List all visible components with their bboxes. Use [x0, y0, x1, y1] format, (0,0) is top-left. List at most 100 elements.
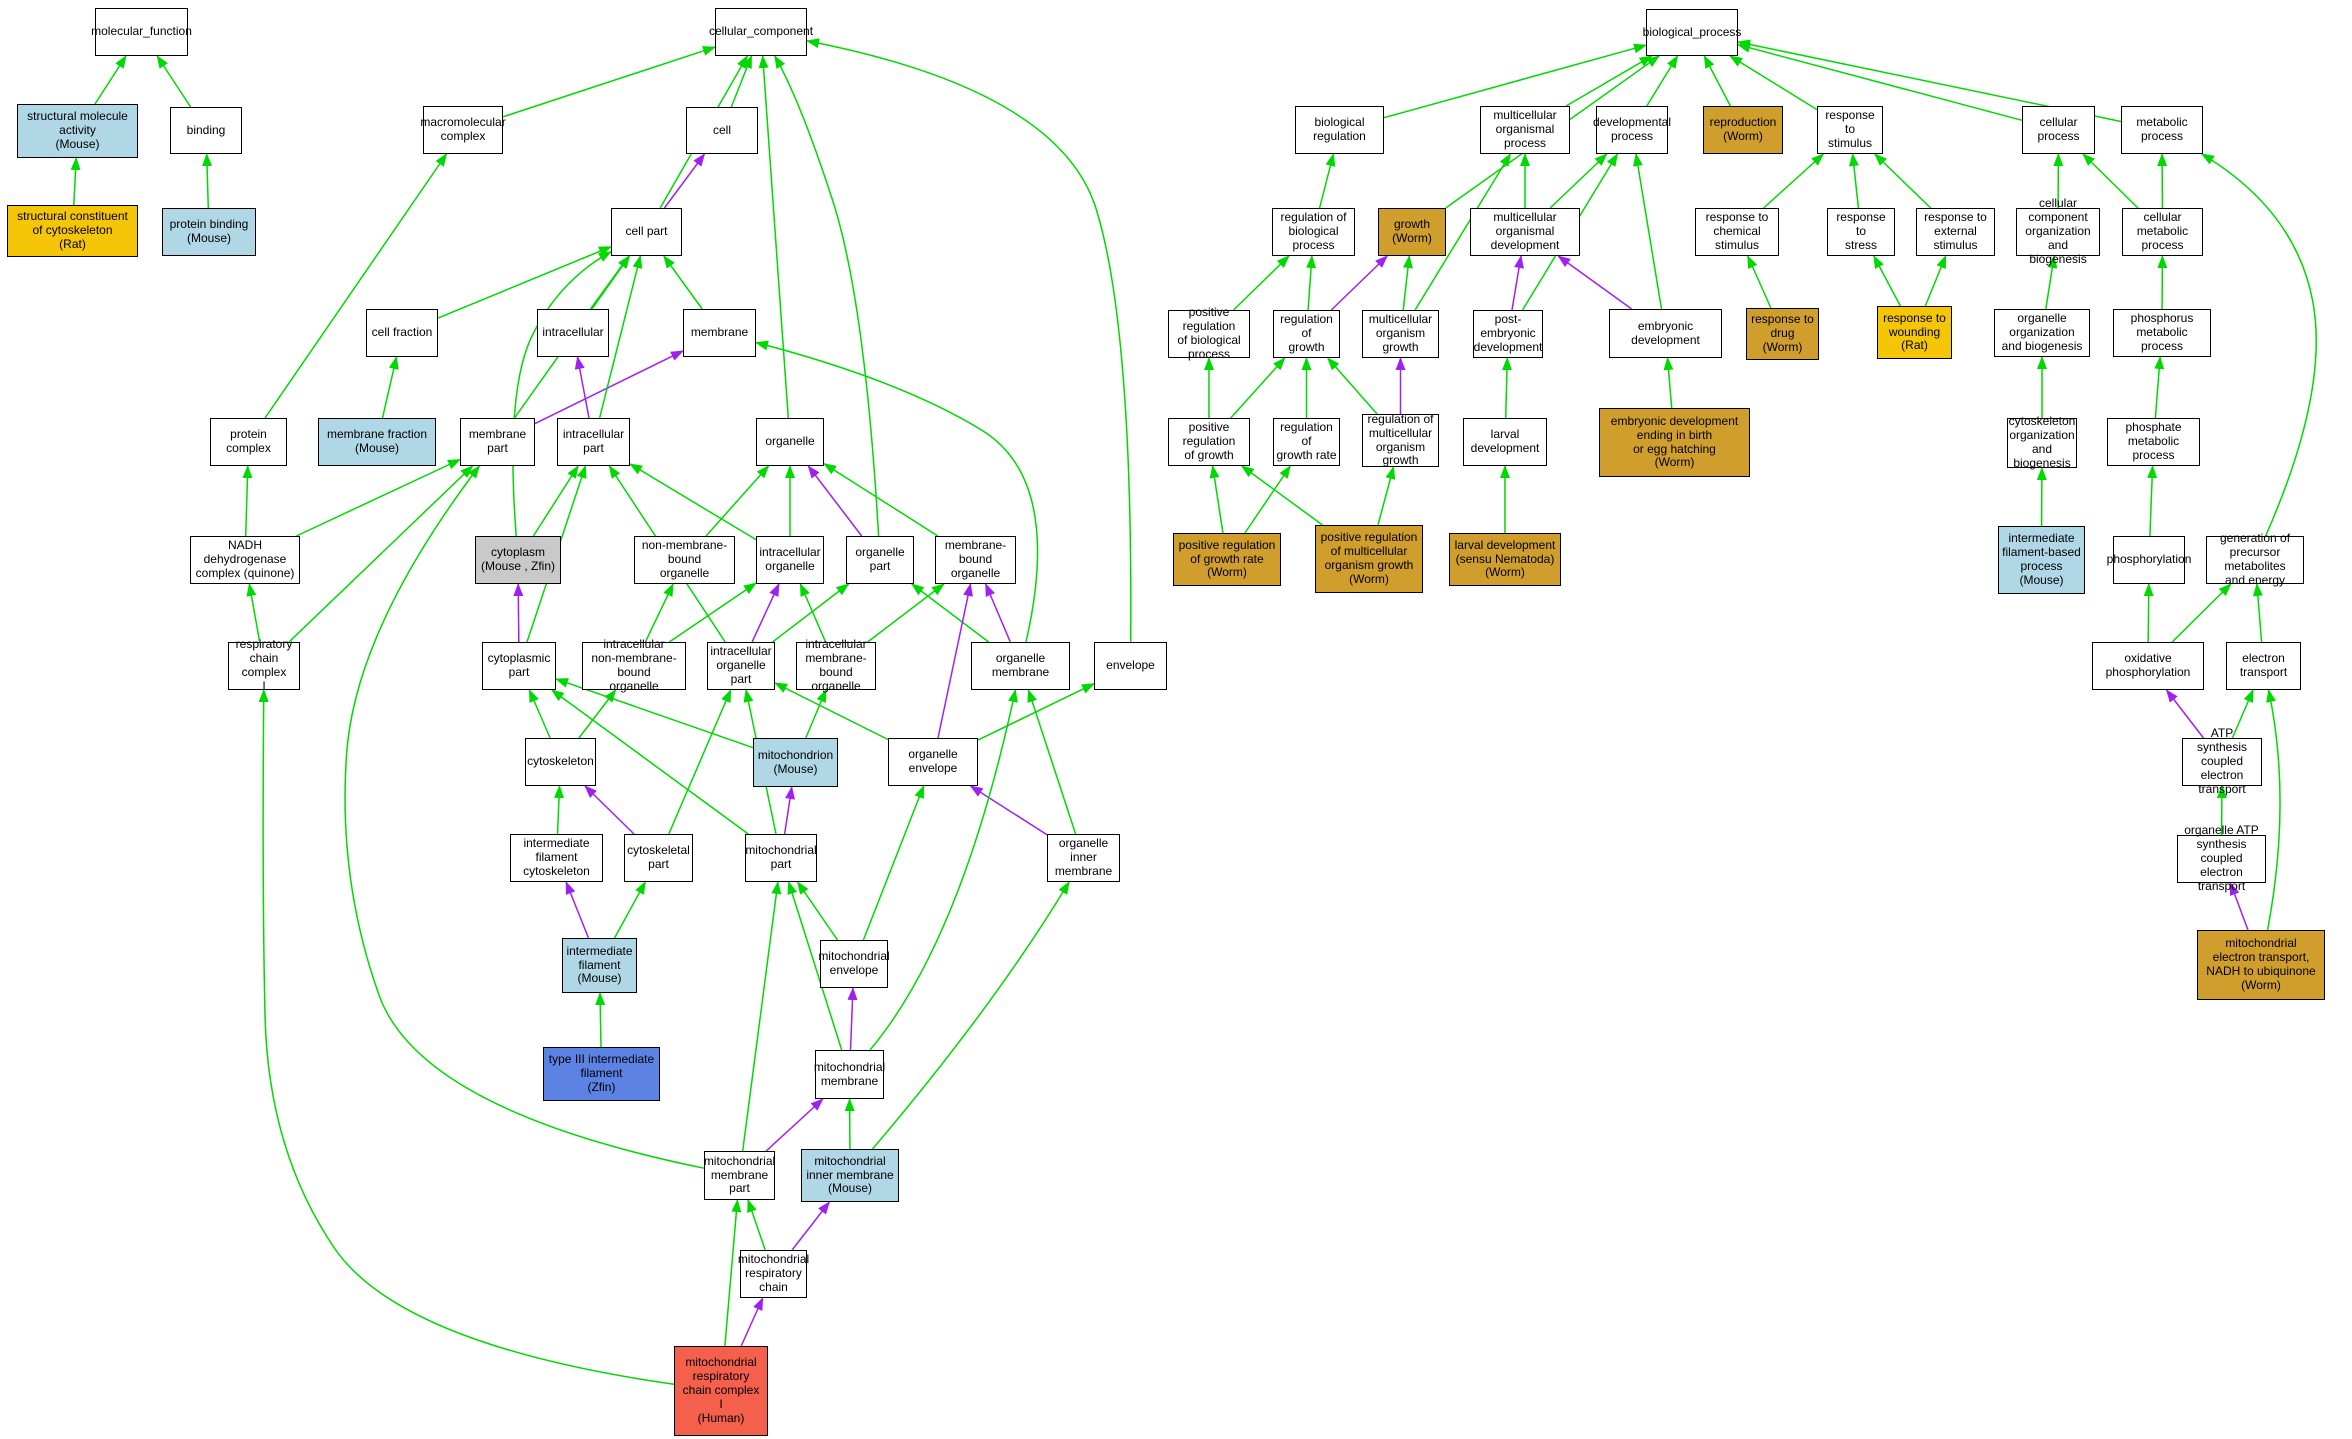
node-intracellular-organelle[interactable]: intracellular organelle	[756, 536, 824, 584]
node-protein-binding[interactable]: protein binding (Mouse)	[162, 208, 256, 256]
node-response-to-stress[interactable]: response to stress	[1827, 208, 1895, 256]
node-cellular-component-organization[interactable]: cellular component organization and biog…	[2016, 196, 2100, 266]
node-membrane-bound-organelle[interactable]: membrane-bound organelle	[935, 536, 1016, 584]
edge-mitochondrial-membrane--mitochondrial-envelope	[847, 987, 858, 1051]
node-intracellular[interactable]: intracellular	[537, 309, 609, 357]
edge-intermediate-filament--cytoskeletal-part	[613, 881, 646, 939]
node-membrane-fraction[interactable]: membrane fraction (Mouse)	[318, 418, 436, 466]
node-response-to-stimulus[interactable]: response to stimulus	[1817, 106, 1883, 154]
edge-intracellular-organelle--intracellular-part	[629, 463, 757, 541]
node-organelle-envelope[interactable]: organelle envelope	[888, 738, 978, 786]
node-biological-regulation[interactable]: biological regulation	[1295, 106, 1384, 154]
node-organelle-membrane[interactable]: organelle membrane	[971, 642, 1070, 690]
node-envelope[interactable]: envelope	[1094, 642, 1167, 690]
node-type-iii-intermediate-filament[interactable]: type III intermediate filament (Zfin)	[543, 1047, 660, 1101]
node-regulation-of-growth-rate[interactable]: regulation of growth rate	[1273, 418, 1340, 466]
node-growth[interactable]: growth (Worm)	[1378, 208, 1446, 256]
node-regulation-of-biological-process[interactable]: regulation of biological process	[1272, 208, 1355, 256]
node-organelle-organization-and-biogenesis[interactable]: organelle organization and biogenesis	[1994, 309, 2090, 357]
node-mitochondrial-respiratory-chain-complex-i[interactable]: mitochondrial respiratory chain complex …	[674, 1346, 768, 1436]
node-structural-constituent-of-cytoskeleton[interactable]: structural constituent of cytoskeleton (…	[7, 205, 138, 257]
node-organelle-inner-membrane[interactable]: organelle inner membrane	[1047, 834, 1120, 882]
edge-nadh-dehydrogenase-complex--membrane-part	[296, 458, 461, 537]
edge-organelle-inner-membrane--organelle-membrane	[1027, 689, 1077, 835]
node-mitochondrial-inner-membrane[interactable]: mitochondrial inner membrane (Mouse)	[801, 1149, 899, 1202]
node-intracellular-organelle-part[interactable]: intracellular organelle part	[707, 642, 775, 690]
node-response-to-drug[interactable]: response to drug (Worm)	[1746, 308, 1819, 360]
node-macromolecular-complex[interactable]: macromolecular complex	[420, 106, 506, 154]
edge-intracellular-part--intracellular	[574, 356, 590, 419]
node-mitochondrial-envelope[interactable]: mitochondrial envelope	[818, 940, 890, 988]
edge-mitochondrial-respiratory-chain-complex-i--respiratory-chain-complex-i	[258, 689, 675, 1386]
node-molecular-function[interactable]: molecular_function	[91, 8, 192, 56]
node-cytoplasmic-part[interactable]: cytoplasmic part	[482, 642, 556, 690]
edge-envelope--cellular-component	[806, 38, 1132, 643]
node-cytoskeleton[interactable]: cytoskeleton	[525, 738, 596, 786]
node-cytoskeletal-part[interactable]: cytoskeletal part	[624, 834, 693, 882]
node-structural-molecule-activity[interactable]: structural molecule activity (Mouse)	[17, 104, 138, 158]
node-intracellular-non-membrane-bound-organelle[interactable]: intracellular non-membrane-bound organel…	[582, 637, 686, 693]
node-cytoplasm[interactable]: cytoplasm (Mouse , Zfin)	[475, 536, 561, 584]
node-intracellular-part[interactable]: intracellular part	[557, 418, 630, 466]
node-phosphate-metabolic-process[interactable]: phosphate metabolic process	[2107, 418, 2200, 466]
node-organelle-atp-synthesis-cet[interactable]: organelle ATP synthesis coupled electron…	[2177, 823, 2266, 893]
node-protein-complex[interactable]: protein complex	[210, 418, 287, 466]
node-atp-synthesis-coupled-electron-transport[interactable]: ATP synthesis coupled electron transport	[2182, 726, 2262, 796]
node-intermediate-filament[interactable]: intermediate filament (Mouse)	[562, 938, 637, 993]
node-regulation-of-multicellular-organism-growth[interactable]: regulation of multicellular organism gro…	[1362, 412, 1439, 467]
node-positive-regulation-of-growth-rate[interactable]: positive regulation of growth rate (Worm…	[1173, 533, 1281, 586]
node-membrane-part[interactable]: membrane part	[460, 418, 535, 466]
node-mitochondrial-respiratory-chain[interactable]: mitochondrial respiratory chain	[738, 1250, 809, 1298]
node-embryonic-development[interactable]: embryonic development	[1609, 309, 1722, 358]
edge-embryonic-development-ending--embryonic-development	[1663, 357, 1674, 409]
node-intracellular-membrane-bound-organelle[interactable]: intracellular membrane-bound organelle	[796, 637, 876, 693]
node-cell-fraction[interactable]: cell fraction	[366, 309, 438, 357]
node-cell[interactable]: cell	[686, 107, 758, 154]
node-phosphorus-metabolic-process[interactable]: phosphorus metabolic process	[2113, 309, 2211, 357]
node-developmental-process[interactable]: developmental process	[1593, 106, 1671, 154]
node-electron-transport[interactable]: electron transport	[2226, 642, 2301, 690]
node-biological-process[interactable]: biological_process	[1643, 9, 1741, 56]
edge-electron-transport--generation-of-precursor-metabolites	[2252, 583, 2263, 643]
node-cellular-process[interactable]: cellular process	[2022, 106, 2095, 154]
node-non-membrane-bound-organelle[interactable]: non-membrane-bound organelle	[634, 536, 735, 584]
node-response-to-chemical-stimulus[interactable]: response to chemical stimulus	[1695, 208, 1779, 256]
node-nadh-dehydrogenase-complex[interactable]: NADH dehydrogenase complex (quinone)	[190, 536, 300, 584]
node-organelle[interactable]: organelle	[756, 418, 824, 466]
node-response-to-wounding[interactable]: response to wounding (Rat)	[1877, 306, 1952, 359]
node-mitochondrion[interactable]: mitochondrion (Mouse)	[753, 738, 838, 787]
node-intermediate-filament-cytoskeleton[interactable]: intermediate filament cytoskeleton	[510, 834, 603, 882]
edge-atp-synthesis-coupled-electron-transport--electron-transport	[2231, 689, 2254, 739]
node-oxidative-phosphorylation[interactable]: oxidative phosphorylation	[2092, 642, 2204, 690]
node-larval-development-sensu-nematoda[interactable]: larval development (sensu Nematoda) (Wor…	[1449, 533, 1561, 586]
node-generation-of-precursor-metabolites[interactable]: generation of precursor metabolites and …	[2206, 531, 2304, 587]
node-reproduction[interactable]: reproduction (Worm)	[1703, 106, 1783, 154]
node-regulation-of-growth[interactable]: regulation of growth	[1273, 310, 1340, 358]
node-post-embryonic-development[interactable]: post-embryonic development	[1473, 310, 1543, 358]
node-cytoskeleton-organization-and-biogenesis[interactable]: cytoskeleton organization and biogenesis	[2007, 414, 2077, 470]
node-cellular-component[interactable]: cellular_component	[709, 8, 813, 56]
node-phosphorylation[interactable]: phosphorylation	[2107, 536, 2191, 584]
node-binding[interactable]: binding	[170, 107, 242, 154]
node-mitochondrial-membrane[interactable]: mitochondrial membrane	[814, 1050, 885, 1099]
node-mitochondrial-part[interactable]: mitochondrial part	[745, 834, 817, 882]
node-cell-part[interactable]: cell part	[611, 208, 682, 256]
node-positive-regulation-of-biological-process[interactable]: positive regulation of biological proces…	[1168, 305, 1250, 361]
node-organelle-part[interactable]: organelle part	[846, 536, 914, 584]
node-respiratory-chain-complex-i[interactable]: respiratory chain complex I	[228, 637, 300, 693]
node-response-to-external-stimulus[interactable]: response to external stimulus	[1916, 208, 1995, 256]
node-larval-development[interactable]: larval development	[1463, 418, 1547, 466]
node-embryonic-development-ending[interactable]: embryonic development ending in birth or…	[1599, 408, 1750, 477]
node-metabolic-process[interactable]: metabolic process	[2121, 106, 2203, 154]
node-mitochondrial-membrane-part[interactable]: mitochondrial membrane part	[704, 1151, 775, 1200]
node-intermediate-filament-based-process[interactable]: intermediate filament-based process (Mou…	[1998, 526, 2085, 594]
node-membrane[interactable]: membrane	[683, 309, 756, 357]
node-multicellular-organismal-process[interactable]: multicellular organismal process	[1480, 106, 1570, 154]
node-multicellular-organism-growth[interactable]: multicellular organism growth	[1362, 310, 1439, 358]
node-multicellular-organismal-development[interactable]: multicellular organismal development	[1470, 208, 1580, 256]
node-mitochondrial-electron-transport-nadh[interactable]: mitochondrial electron transport, NADH t…	[2197, 930, 2325, 1000]
node-cellular-metabolic-process[interactable]: cellular metabolic process	[2122, 208, 2203, 256]
node-positive-regulation-of-growth[interactable]: positive regulation of growth	[1168, 418, 1250, 466]
edge-intracellular-organelle-part--organelle-part	[772, 583, 850, 643]
node-positive-regulation-of-multicellular-organism-growth[interactable]: positive regulation of multicellular org…	[1315, 525, 1423, 593]
